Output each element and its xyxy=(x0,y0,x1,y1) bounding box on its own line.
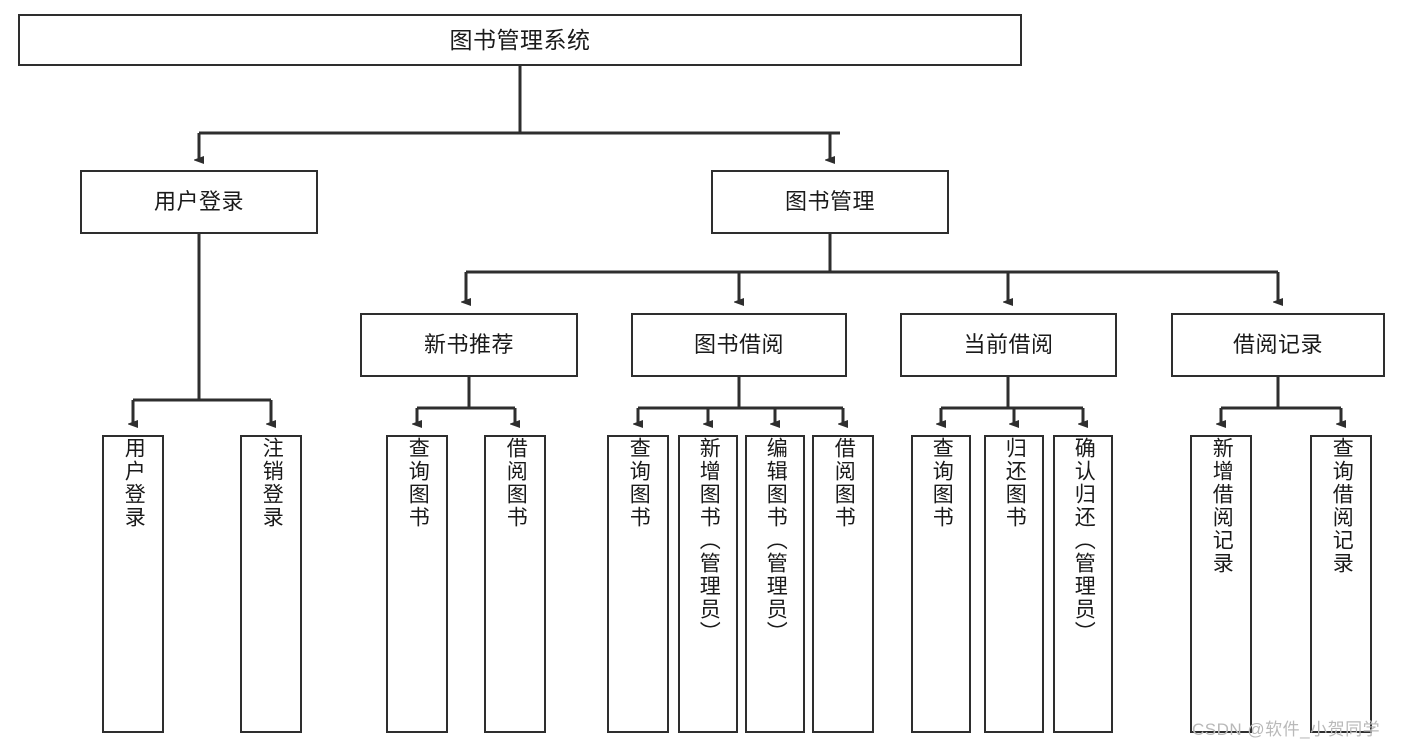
node-current-borrow[interactable]: 当前借阅 xyxy=(900,313,1117,377)
leaf-add-book-admin[interactable]: 新增图书（管理员） xyxy=(678,435,738,733)
leaf-borrow-book-label: 借阅图书 xyxy=(832,437,856,529)
leaf-add-book-admin-label: 新增图书（管理员） xyxy=(697,437,721,644)
leaf-query-borrow-record-label: 查询借阅记录 xyxy=(1330,437,1354,575)
leaf-query-book-recommend[interactable]: 查询图书 xyxy=(386,435,448,733)
leaf-user-login-label: 用户登录 xyxy=(122,437,146,529)
node-borrow-record-label: 借阅记录 xyxy=(1232,332,1323,358)
node-root[interactable]: 图书管理系统 xyxy=(18,14,1022,66)
leaf-query-book-borrow-label: 查询图书 xyxy=(627,437,651,529)
node-book-borrow-label: 图书借阅 xyxy=(693,332,784,358)
leaf-query-book-recommend-label: 查询图书 xyxy=(406,437,430,529)
leaf-confirm-return-admin-label: 确认归还（管理员） xyxy=(1072,437,1096,644)
node-root-label: 图书管理系统 xyxy=(449,26,591,53)
leaf-query-book-current[interactable]: 查询图书 xyxy=(911,435,971,733)
leaf-query-borrow-record[interactable]: 查询借阅记录 xyxy=(1310,435,1372,733)
leaf-edit-book-admin-label: 编辑图书（管理员） xyxy=(764,437,788,644)
leaf-edit-book-admin[interactable]: 编辑图书（管理员） xyxy=(745,435,805,733)
leaf-confirm-return-admin[interactable]: 确认归还（管理员） xyxy=(1053,435,1113,733)
leaf-add-borrow-record-label: 新增借阅记录 xyxy=(1210,437,1234,575)
leaf-logout[interactable]: 注销登录 xyxy=(240,435,302,733)
node-new-book-recommend-label: 新书推荐 xyxy=(423,332,514,358)
node-current-borrow-label: 当前借阅 xyxy=(963,332,1054,358)
leaf-query-book-current-label: 查询图书 xyxy=(930,437,954,529)
node-book-borrow[interactable]: 图书借阅 xyxy=(631,313,847,377)
node-user-login-label: 用户登录 xyxy=(153,189,244,215)
leaf-add-borrow-record[interactable]: 新增借阅记录 xyxy=(1190,435,1252,733)
leaf-user-login[interactable]: 用户登录 xyxy=(102,435,164,733)
node-user-login[interactable]: 用户登录 xyxy=(80,170,318,234)
leaf-return-book[interactable]: 归还图书 xyxy=(984,435,1044,733)
node-book-management-label: 图书管理 xyxy=(784,189,875,215)
node-new-book-recommend[interactable]: 新书推荐 xyxy=(360,313,578,377)
watermark: CSDN @软件_小贺同学 xyxy=(1192,720,1381,739)
leaf-logout-label: 注销登录 xyxy=(260,437,284,529)
leaf-query-book-borrow[interactable]: 查询图书 xyxy=(607,435,669,733)
leaf-borrow-book[interactable]: 借阅图书 xyxy=(812,435,874,733)
leaf-borrow-book-recommend[interactable]: 借阅图书 xyxy=(484,435,546,733)
node-borrow-record[interactable]: 借阅记录 xyxy=(1171,313,1385,377)
node-book-management[interactable]: 图书管理 xyxy=(711,170,949,234)
leaf-borrow-book-recommend-label: 借阅图书 xyxy=(504,437,528,529)
leaf-return-book-label: 归还图书 xyxy=(1003,437,1027,529)
